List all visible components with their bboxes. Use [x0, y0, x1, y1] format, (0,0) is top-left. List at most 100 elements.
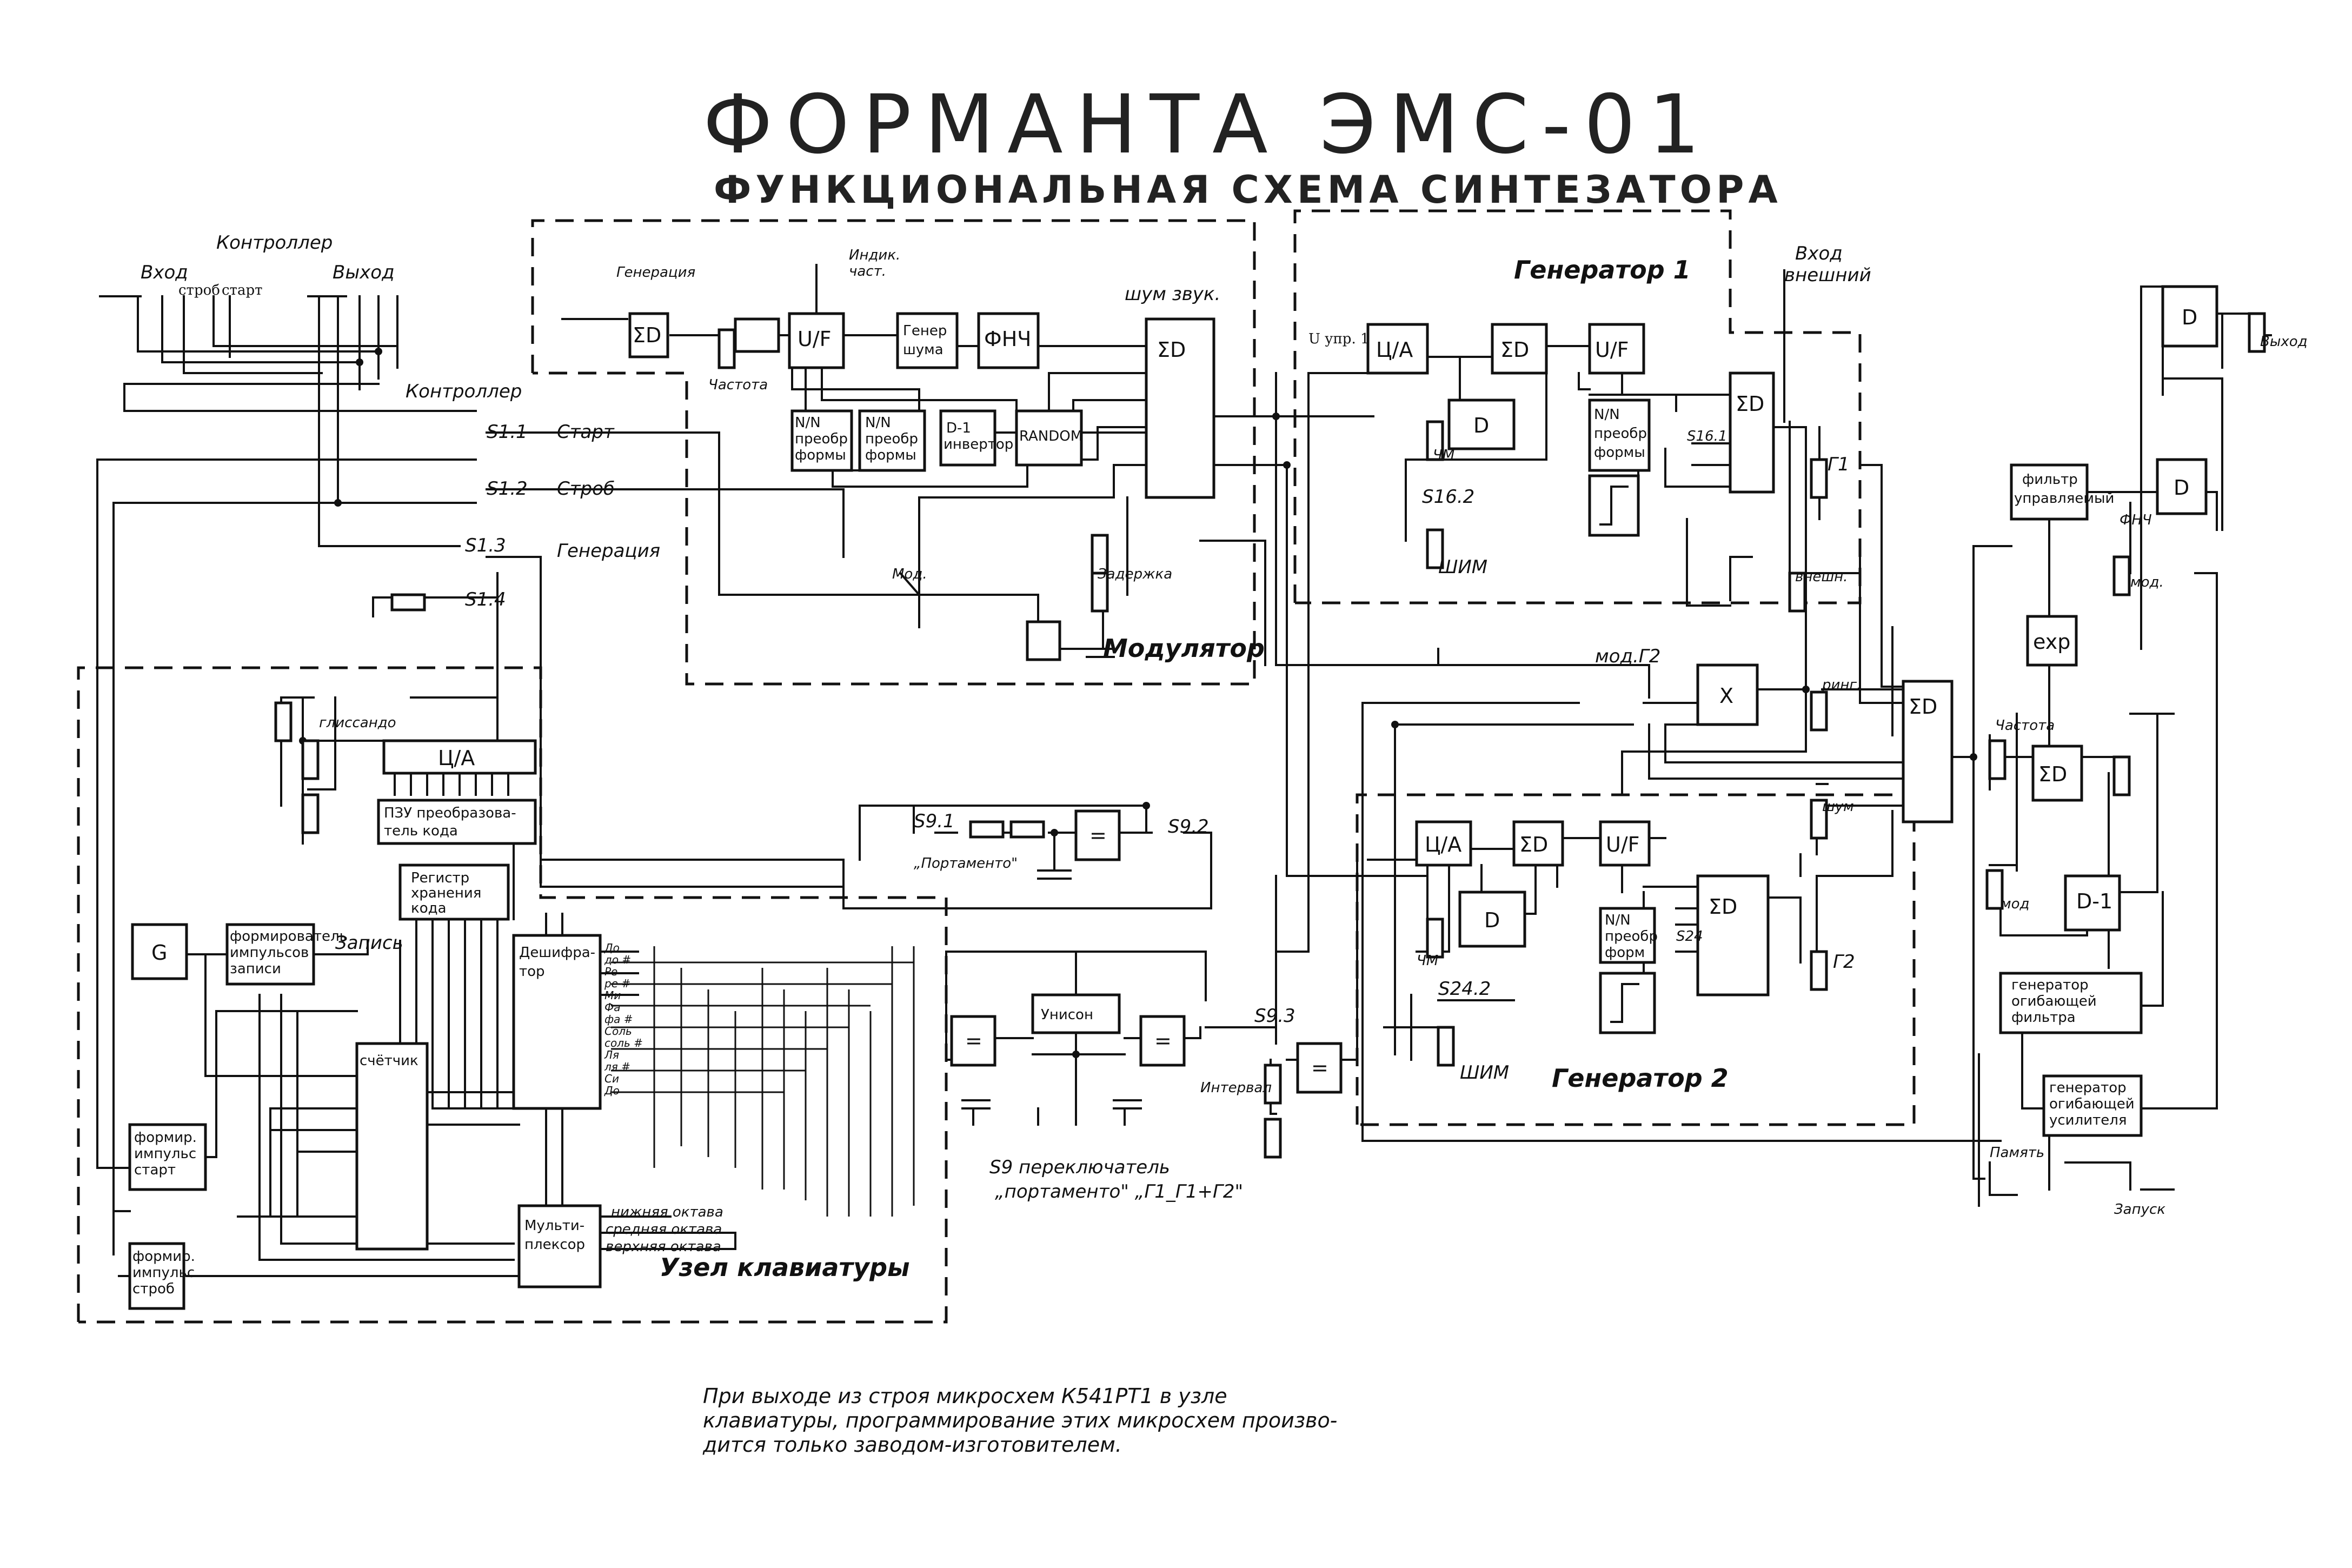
label-zaderzhka: Задержка	[1098, 566, 1172, 582]
label-octave-low: нижняя октава	[611, 1204, 723, 1220]
svg-text:преобр: преобр	[795, 431, 848, 447]
label-chastota-right: Частота	[1995, 717, 2055, 734]
block-portamento-buf	[1074, 809, 1121, 861]
label-indik-2: част.	[849, 263, 886, 280]
block-counter-label: счётчик	[360, 1053, 418, 1069]
block-portamento-buf-label: =	[1089, 823, 1107, 847]
label-s11-start: Старт	[557, 421, 615, 443]
svg-text:N/N: N/N	[1605, 912, 1631, 928]
svg-text:ПЗУ преобразова-: ПЗУ преобразова-	[384, 805, 516, 821]
label-zapusk: Запуск	[2114, 1201, 2165, 1218]
note-label: фа #	[604, 1013, 633, 1026]
svg-text:формы: формы	[1594, 444, 1645, 461]
block-osc-g	[131, 923, 188, 980]
label-chm1: ЧМ	[1433, 447, 1454, 463]
block-noise-gen	[896, 312, 959, 369]
label-octave-high: верхняя октава	[606, 1239, 721, 1255]
block-conv-g2	[1599, 907, 1656, 964]
block-decoder	[512, 934, 602, 1110]
section-generator1: Генератор 1	[1514, 255, 1691, 284]
svg-text:огибающей: огибающей	[2049, 1096, 2135, 1112]
block-ring-mult	[1696, 663, 1759, 726]
block-conv-g1	[1588, 398, 1651, 472]
block-sum-master	[1902, 680, 1954, 823]
svg-text:формирователь: формирователь	[230, 928, 348, 945]
block-noise-gen-label-2: шума	[903, 342, 944, 358]
svg-text:формир.: формир.	[134, 1130, 197, 1146]
section-modulator: Модулятор	[1103, 634, 1265, 663]
block-da-kb	[382, 739, 537, 775]
svg-text:кода: кода	[411, 900, 447, 916]
block-interval-buf	[1296, 1042, 1343, 1094]
note-label: ре #	[604, 977, 630, 990]
svg-text:Регистр: Регистр	[411, 870, 469, 886]
block-lpf-mod-label: ФНЧ	[984, 327, 1031, 351]
block-shape-conv-2	[858, 409, 926, 472]
svg-text:инвертор: инвертор	[944, 436, 1013, 453]
block-vca-out-label: D	[2182, 305, 2197, 329]
label-g1-pot: Г1	[1828, 454, 1850, 475]
label-s16-1: S16.1	[1687, 428, 1727, 444]
capacitors	[961, 648, 1142, 1109]
block-pulse-g2	[1599, 972, 1656, 1034]
block-rom	[377, 799, 537, 845]
label-start: старт	[222, 282, 262, 298]
block-random-label: RANDOM	[1019, 428, 1082, 444]
label-mod-g2: мод.Г2	[1595, 646, 1660, 667]
diagram-title: ФОРМАНТА ЭМС-01	[703, 78, 1713, 172]
block-sum-mod-label: ΣD	[1157, 338, 1186, 362]
label-glissando: глиссандо	[319, 715, 396, 731]
block-g2-buf	[1139, 1015, 1186, 1067]
svg-text:тор: тор	[519, 964, 545, 980]
label-vhod-vnesh-1: Вход	[1795, 243, 1843, 264]
label-pamyat: Память	[1990, 1145, 2044, 1161]
block-lpf-mod	[977, 312, 1040, 369]
block-sum-mod	[1145, 317, 1215, 499]
label-s12-strob: Строб	[557, 478, 615, 500]
svg-text:генератор: генератор	[2049, 1080, 2127, 1096]
note-line-2: клавиатуры, программирование этих микрос…	[703, 1408, 1337, 1432]
block-unison-label: Унисон	[1041, 1007, 1093, 1023]
note-label: Ми	[604, 989, 621, 1002]
block-multiplexer	[517, 1204, 602, 1288]
block-mix-g1-label: ΣD	[1736, 392, 1764, 416]
note-label: До	[604, 941, 620, 954]
block-filter	[2010, 463, 2089, 521]
block-sum-g1	[1491, 323, 1548, 375]
label-chastota-mod: Частота	[708, 377, 768, 393]
label-generation: Генерация	[616, 264, 695, 281]
block-unison	[1031, 993, 1121, 1034]
note-label: ля #	[604, 1060, 630, 1073]
svg-text:N/N: N/N	[795, 415, 821, 431]
section-generator2: Генератор 2	[1552, 1064, 1729, 1093]
label-shum-pot: шум	[1822, 799, 1854, 815]
label-s91: S9.1	[914, 810, 955, 832]
note-line-1: При выходе из строя микросхем К541РТ1 в …	[703, 1384, 1227, 1408]
block-uf-mod-label: U/F	[798, 327, 831, 351]
svg-text:Мульти-: Мульти-	[524, 1218, 584, 1234]
block-random	[1015, 409, 1083, 467]
block-pulse-g1	[1588, 474, 1640, 537]
svg-text:Дешифра-: Дешифра-	[519, 945, 595, 961]
label-vyhod: Выход	[333, 262, 395, 283]
label-s13: S1.3	[465, 535, 506, 556]
block-ring-mult-label: X	[1719, 684, 1733, 708]
label-s13-generation: Генерация	[557, 540, 660, 562]
note-label: До	[604, 1084, 620, 1097]
svg-text:усилителя: усилителя	[2049, 1112, 2127, 1128]
labels: Контроллер Вход Выход строб старт Контро…	[141, 232, 2308, 1457]
potentiometers	[274, 312, 2266, 1159]
label-mod-right2: мод	[2001, 896, 2030, 912]
label-s24: S24	[1676, 928, 1703, 945]
label-s14: S1.4	[465, 589, 506, 610]
label-s12: S1.2	[487, 478, 528, 500]
block-mix-g1	[1729, 371, 1775, 494]
svg-text:формы: формы	[795, 447, 846, 463]
block-env-filter	[1999, 972, 2143, 1034]
block-uf-g1-label: U/F	[1595, 338, 1629, 362]
block-shape-conv-1	[790, 409, 853, 472]
svg-text:тель кода: тель кода	[384, 823, 458, 839]
block-env-amp	[2042, 1074, 2143, 1137]
label-mod: Мод.	[892, 566, 927, 582]
